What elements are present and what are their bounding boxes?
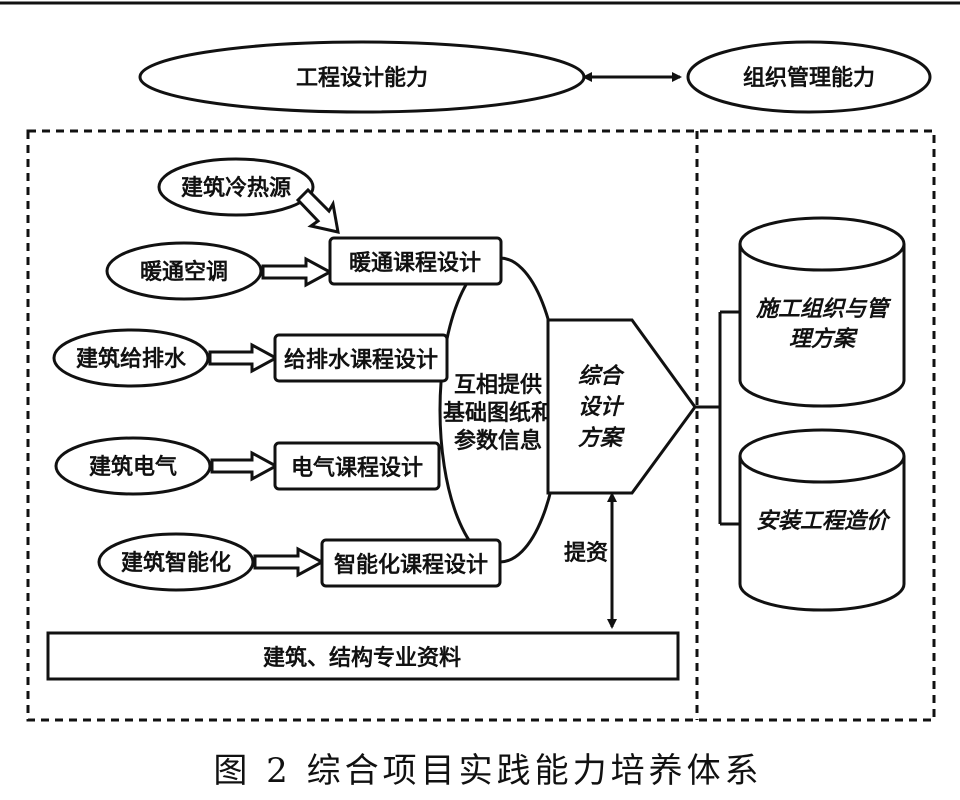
engineering-ability-label: 工程设计能力 (296, 65, 428, 91)
scheme-line: 设计 (578, 395, 625, 420)
scheme-line: 综合 (578, 363, 625, 389)
source-label: 建筑冷热源 (181, 175, 291, 201)
management-ability-node: 组织管理能力 (686, 40, 932, 114)
system-frame (26, 129, 936, 722)
construction-plan-line: 理方案 (789, 326, 859, 352)
figure-caption: 图 2 综合项目实践能力培养体系 (213, 751, 762, 791)
exchange-line: 参数信息 (454, 428, 542, 454)
course-electrical-box: 电气课程设计 (273, 441, 441, 491)
course-intelligent-box: 智能化课程设计 (320, 538, 502, 588)
install-cost-label: 安装工程造价 (756, 508, 891, 534)
hollow-arrow (295, 187, 340, 234)
source-cold-heat-node: 建筑冷热源 (157, 157, 315, 217)
output-bracket (695, 310, 740, 526)
course-hvac-box: 暖通课程设计 (328, 236, 503, 286)
scheme-node: 综合 设计 方案 (546, 318, 697, 495)
construction-plan-cylinder: 施工组织与管 理方案 (738, 216, 906, 408)
install-cost-cylinder: 安装工程造价 (738, 428, 906, 612)
hollow-arrow (253, 546, 326, 578)
course-label: 智能化课程设计 (334, 552, 488, 578)
source-intelligent-node: 建筑智能化 (97, 532, 255, 592)
base-data-label: 建筑、结构专业资料 (263, 645, 461, 671)
source-water-node: 建筑给排水 (52, 328, 210, 388)
support-label: 提资 (564, 540, 608, 566)
course-label: 暖通课程设计 (349, 251, 481, 276)
hollow-arrow (210, 450, 280, 482)
construction-plan-line: 施工组织与管 (755, 296, 892, 322)
base-data-bar: 建筑、结构专业资料 (46, 631, 680, 681)
management-ability-label: 组织管理能力 (743, 65, 875, 91)
exchange-line: 互相提供 (454, 372, 542, 398)
source-electrical-node: 建筑电气 (54, 436, 212, 496)
exchange-line: 基础图纸和 (443, 400, 553, 426)
course-water-box: 给排水课程设计 (273, 333, 449, 383)
course-label: 给排水课程设计 (284, 347, 438, 373)
source-hvac-node: 暖通空调 (105, 241, 263, 301)
source-label: 暖通空调 (140, 259, 228, 285)
scheme-line: 方案 (578, 425, 626, 451)
course-label: 电气课程设计 (291, 455, 423, 481)
source-label: 建筑智能化 (121, 550, 231, 576)
hollow-arrow (261, 256, 334, 288)
source-label: 建筑给排水 (76, 346, 187, 372)
hollow-arrow (208, 342, 280, 374)
source-label: 建筑电气 (89, 454, 177, 480)
engineering-ability-node: 工程设计能力 (138, 40, 586, 114)
